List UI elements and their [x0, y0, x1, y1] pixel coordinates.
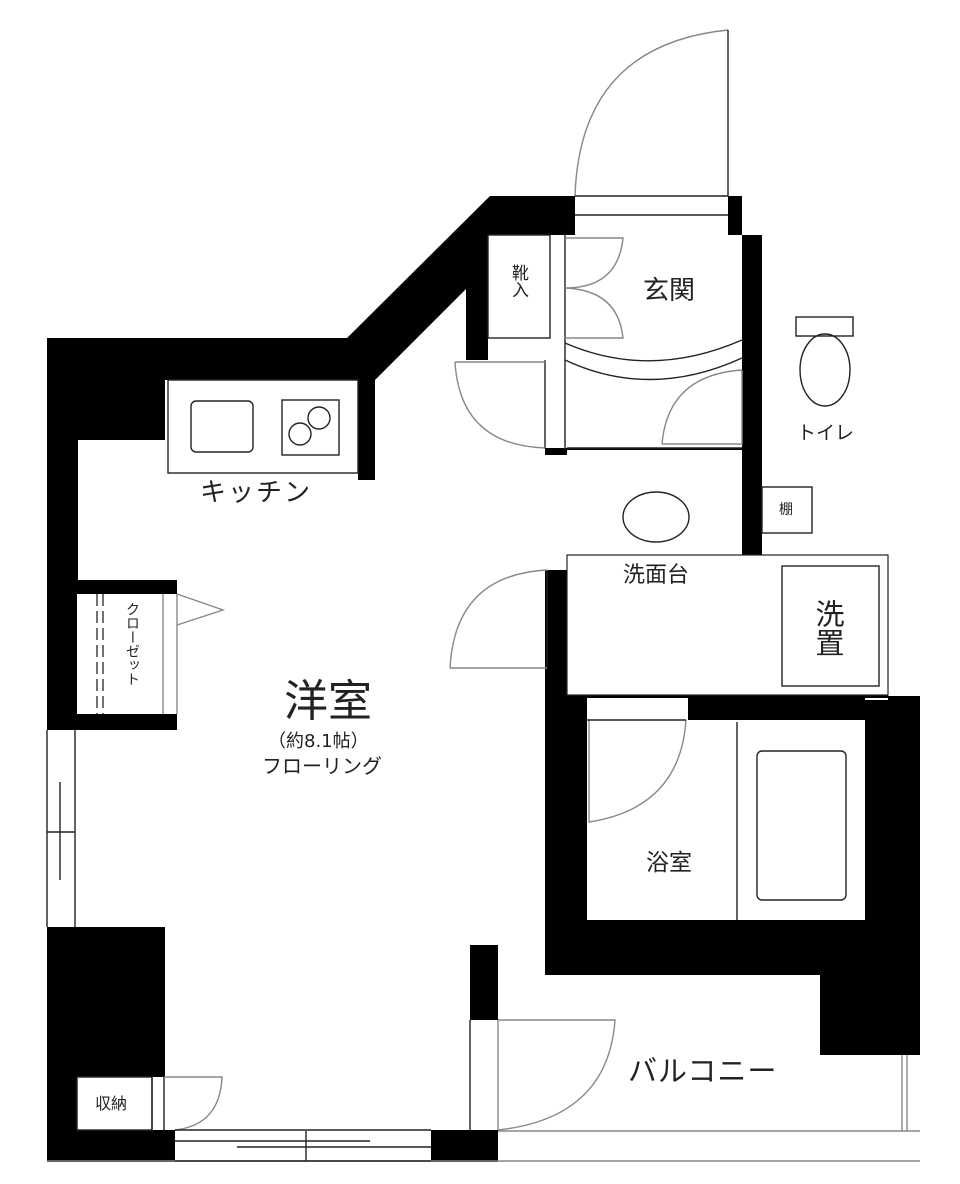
label-washer-space: 洗置 — [811, 599, 845, 657]
label-toilet: トイレ — [797, 422, 855, 444]
label-shelf: 棚 — [779, 502, 793, 518]
label-balcony: バルコニー — [628, 1054, 778, 1088]
front-door-swing — [574, 29, 729, 197]
label-storage: 収納 — [95, 1094, 128, 1113]
label-shoe-storage: 靴入 — [508, 264, 528, 298]
label-entrance: 玄関 — [643, 276, 696, 306]
label-main-room-size: （約8.1帖） — [268, 731, 369, 752]
label-bathroom: 浴室 — [646, 850, 692, 876]
fixtures — [46, 29, 920, 1162]
label-closet: クローゼット — [124, 602, 140, 686]
label-washbasin: 洗面台 — [623, 563, 690, 588]
label-main-room-floor: フローリング — [262, 754, 382, 778]
room-fills — [488, 235, 920, 1130]
label-main-room: 洋室 — [284, 676, 372, 727]
label-kitchen: キッチン — [200, 478, 313, 508]
